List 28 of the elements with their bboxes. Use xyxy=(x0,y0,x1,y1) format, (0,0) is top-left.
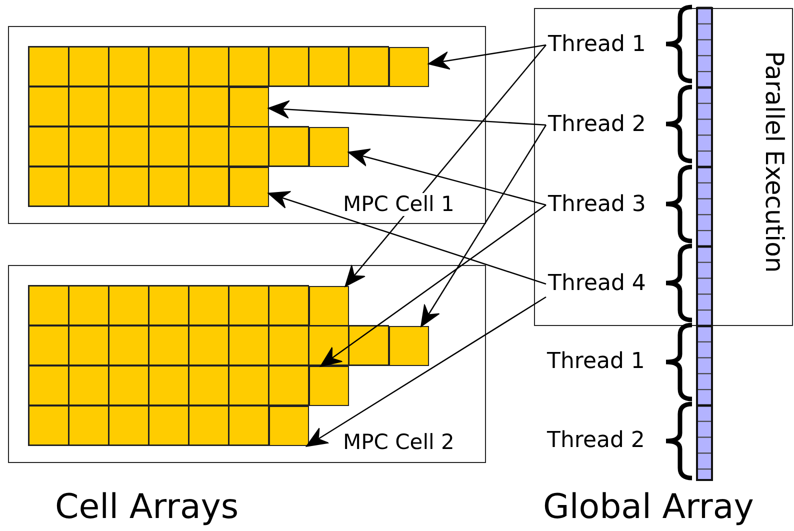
cell-box xyxy=(8,26,486,224)
arrow xyxy=(428,44,546,70)
cell-box xyxy=(8,265,486,463)
arrow xyxy=(320,204,546,367)
thread-label: Thread 4 xyxy=(546,271,648,297)
arrow xyxy=(344,44,546,287)
array-cell xyxy=(389,47,429,87)
array-cell xyxy=(389,326,429,366)
thread-label: Thread 2 xyxy=(545,428,647,454)
panel-title: Parallel Execution xyxy=(761,51,787,273)
execution-panel xyxy=(534,8,793,326)
array-cell xyxy=(229,167,269,207)
section-caption: Global Array xyxy=(543,490,754,524)
array-cell xyxy=(309,366,349,406)
thread-label: Thread 2 xyxy=(546,112,648,138)
array-cell xyxy=(269,406,309,446)
array-cell xyxy=(309,286,349,326)
thread-label: Thread 1 xyxy=(545,349,647,375)
arrow xyxy=(268,191,546,285)
arrow xyxy=(268,100,546,126)
arrow xyxy=(348,148,546,206)
arrow xyxy=(420,124,547,327)
section-caption: Cell Arrays xyxy=(55,490,239,524)
arrow xyxy=(306,296,546,447)
thread-label: Thread 1 xyxy=(546,32,648,58)
array-cell xyxy=(229,87,269,127)
array-cell xyxy=(309,127,349,167)
thread-label: Thread 3 xyxy=(546,192,648,218)
